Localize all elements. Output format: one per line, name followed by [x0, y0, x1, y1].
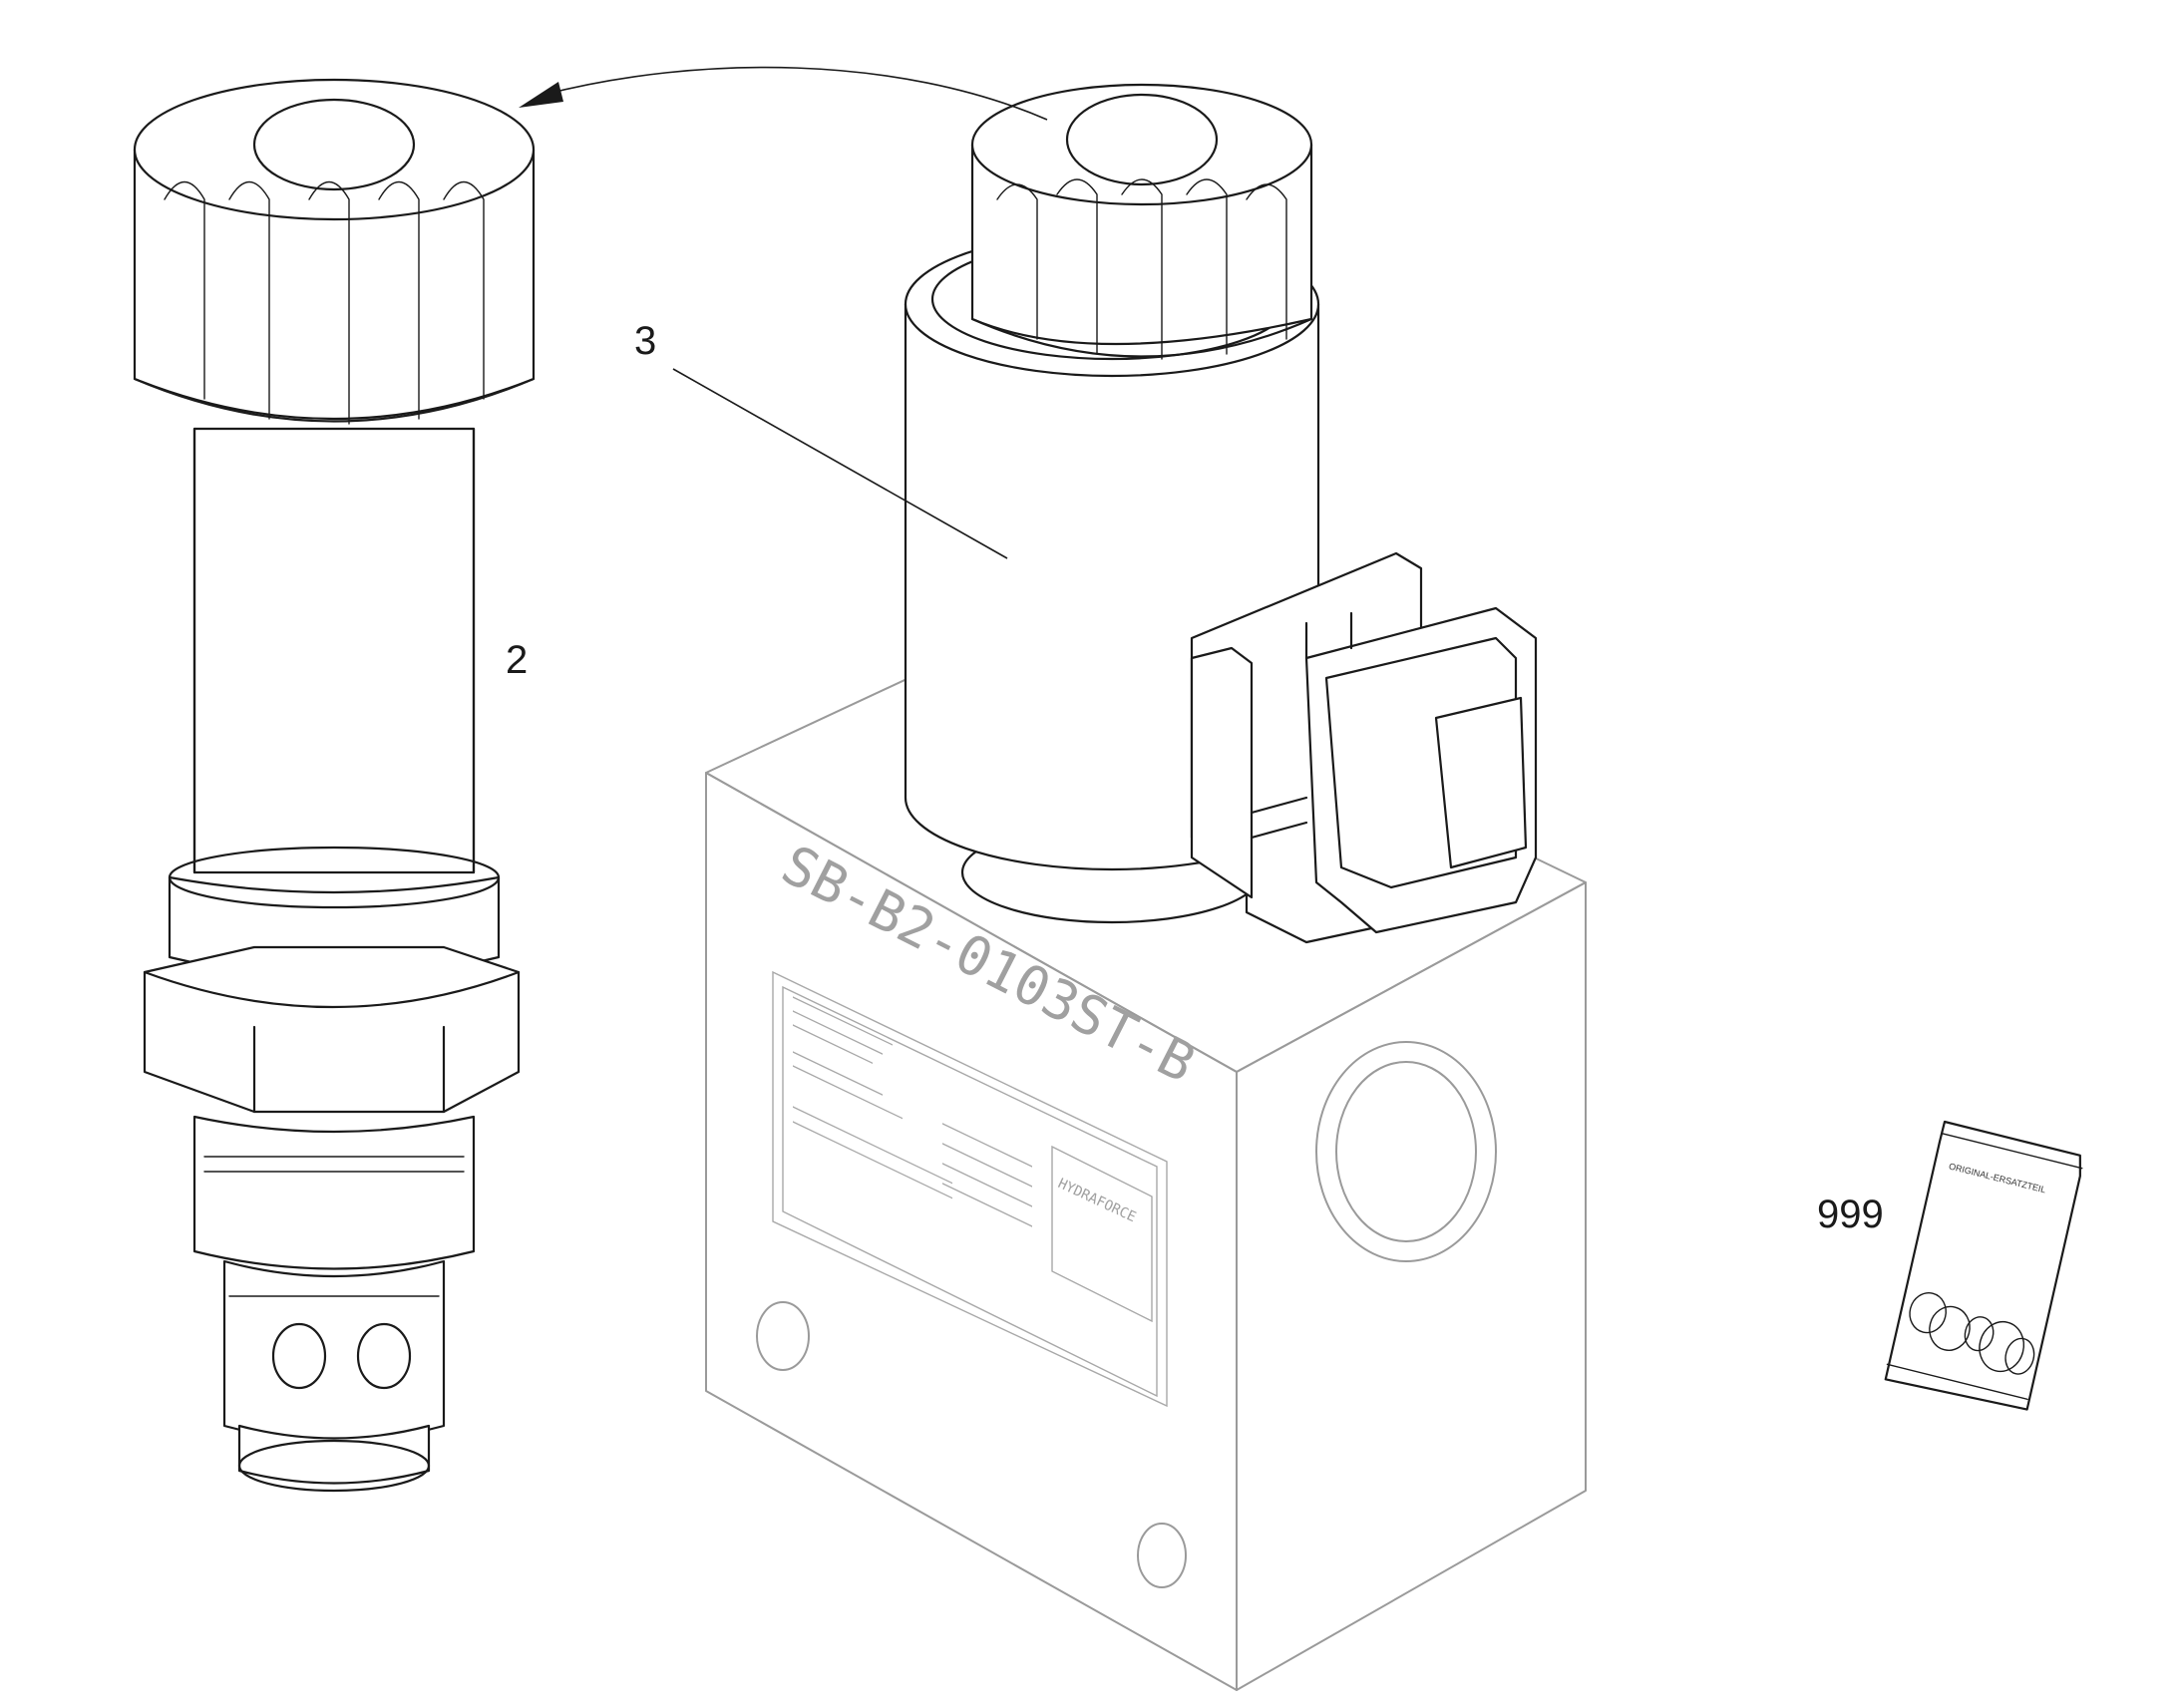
assembly-arrow: [519, 66, 1048, 121]
callout-part-2: 2: [506, 638, 529, 682]
block-model-marking: SB-B2-0103ST-B: [772, 833, 1205, 1095]
callout-part-3: 3: [634, 319, 657, 363]
leader-line-3: [672, 368, 1008, 559]
valve-cartridge: [133, 78, 536, 1493]
coil-knurled-nut: [970, 83, 1313, 360]
seal-kit-bag: ORIGINAL-ERSATZTEIL: [1884, 1120, 2083, 1411]
valve-block: [705, 617, 1587, 1691]
callout-part-999: 999: [1817, 1193, 1884, 1236]
solenoid-coil: [904, 230, 1538, 944]
